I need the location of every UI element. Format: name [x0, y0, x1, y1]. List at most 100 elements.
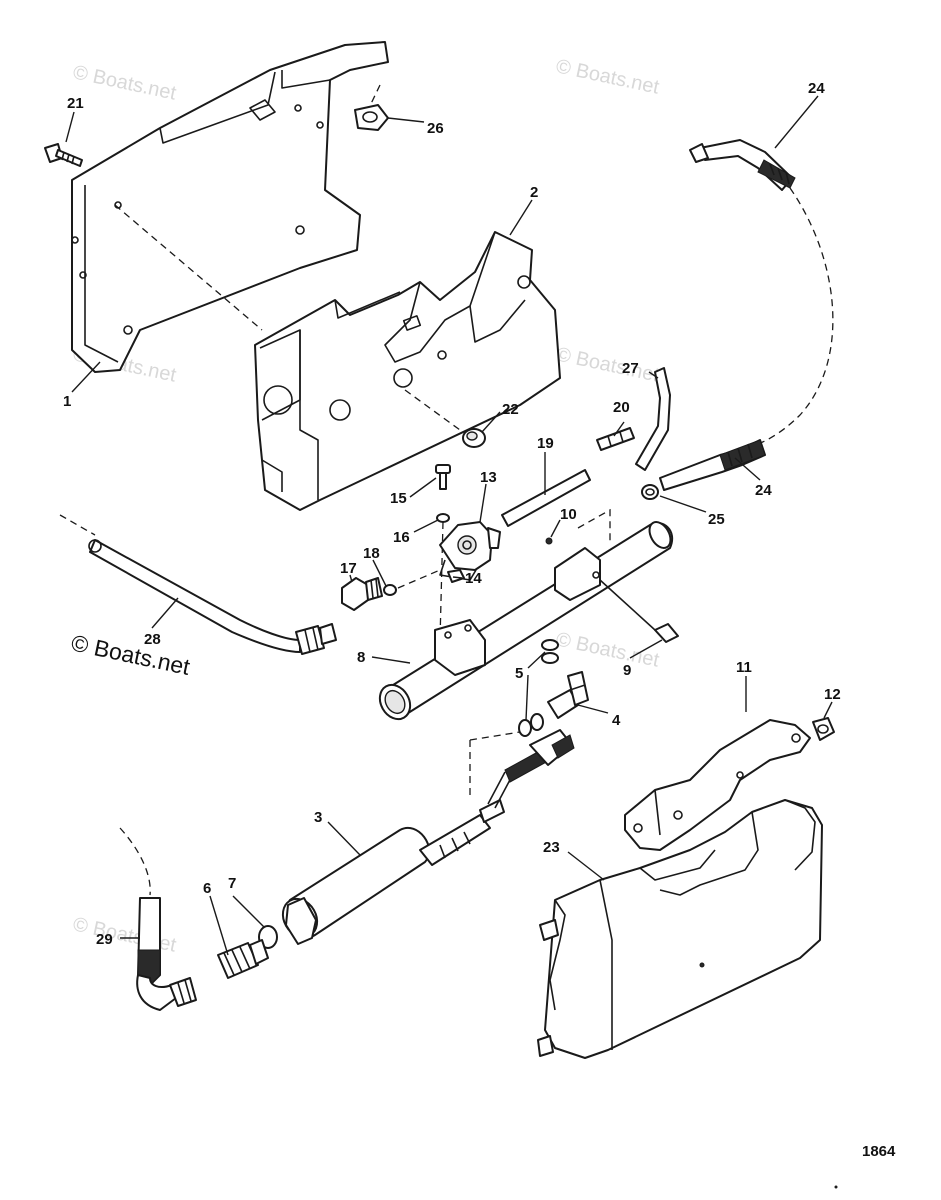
- leader-2: [509, 199, 533, 236]
- callout-23: 23: [543, 839, 560, 856]
- alignment-line-15: [439, 521, 444, 641]
- leader-10: [550, 519, 561, 538]
- callout-21: 21: [67, 95, 84, 112]
- leader-21: [65, 111, 75, 143]
- part-13-sensor: [439, 521, 501, 581]
- alignment-line-8: [577, 508, 611, 545]
- part-4-elbow: [547, 671, 589, 719]
- callout-3: 3: [314, 809, 322, 826]
- callout-29: 29: [96, 931, 113, 948]
- leader-lines: [65, 95, 833, 956]
- leader-18: [372, 559, 387, 587]
- leader-8: [371, 656, 411, 664]
- callout-10: 10: [560, 506, 577, 523]
- part-15-screw: [435, 464, 451, 490]
- watermark-4: © Boats.net: [554, 343, 662, 386]
- callout-26: 26: [427, 120, 444, 137]
- alignment-line-3b: [469, 731, 521, 741]
- callout-9: 9: [623, 662, 631, 679]
- leader-24b: [734, 457, 761, 481]
- alignment-line-bracket: [114, 204, 263, 331]
- part-11-bracket: [624, 719, 811, 851]
- callout-24a: 24: [808, 80, 825, 97]
- callout-24b: 24: [755, 482, 772, 499]
- leader-28: [151, 597, 179, 629]
- watermark-2: © Boats.net: [554, 55, 662, 98]
- part-2-housing: [254, 231, 561, 511]
- callout-6: 6: [203, 880, 211, 897]
- leader-7: [232, 895, 265, 928]
- part-27-hose: [635, 367, 671, 471]
- callout-16: 16: [393, 529, 410, 546]
- callout-14: 14: [465, 570, 482, 587]
- part-10-plug: [545, 537, 553, 545]
- callout-7: 7: [228, 875, 236, 892]
- part-9-screw: [599, 579, 679, 643]
- leader-24a: [774, 95, 819, 149]
- part-26-nut: [354, 104, 389, 131]
- alignment-line-18: [397, 569, 441, 589]
- callout-22: 22: [502, 401, 519, 418]
- callout-8: 8: [357, 649, 365, 666]
- part-24-hose: [659, 139, 834, 491]
- watermark-dark: © Boats.net: [69, 629, 193, 680]
- part-29-fuel-line: [119, 827, 197, 1011]
- part-3-fuel-pump: [281, 729, 575, 945]
- alignment-line-stud: [367, 84, 381, 111]
- part-19-tube: [501, 469, 591, 527]
- part-1-mounting-bracket: [71, 41, 389, 373]
- callout-20: 20: [613, 399, 630, 416]
- callout-13: 13: [480, 469, 497, 486]
- part-16-washer: [436, 513, 450, 523]
- part-17-fitting: [341, 577, 383, 611]
- callout-28: 28: [144, 631, 161, 648]
- callout-15: 15: [390, 490, 407, 507]
- part-22-plug: [462, 428, 486, 448]
- leader-25: [659, 495, 707, 513]
- figure-number: 1864: [862, 1143, 896, 1160]
- callout-17: 17: [340, 560, 357, 577]
- leader-17: [349, 574, 353, 583]
- callout-1: 1: [63, 393, 71, 410]
- callout-2: 2: [530, 184, 538, 201]
- corner-dot: [834, 1185, 838, 1189]
- leader-6: [209, 895, 229, 956]
- watermark-6: © Boats.net: [71, 913, 179, 956]
- callout-27: 27: [622, 360, 639, 377]
- leader-3: [327, 821, 361, 856]
- leader-4: [577, 704, 609, 714]
- part-5-o-rings: [518, 639, 559, 737]
- part-12-nut: [812, 717, 835, 741]
- callout-4: 4: [612, 712, 621, 729]
- leader-13: [479, 483, 487, 523]
- part-6-fitting: [217, 939, 269, 979]
- callout-11: 11: [736, 659, 752, 676]
- leader-5a: [527, 651, 546, 669]
- callout-5: 5: [515, 665, 523, 682]
- leader-23: [567, 851, 605, 881]
- part-20-fitting: [596, 427, 635, 451]
- callout-18: 18: [363, 545, 380, 562]
- callout-12: 12: [824, 686, 841, 703]
- part-28-water-line: [59, 514, 337, 655]
- leader-5b: [525, 674, 529, 721]
- leader-20: [613, 421, 625, 437]
- part-21-screw: [44, 143, 83, 167]
- leader-16: [413, 519, 439, 533]
- leader-9: [629, 639, 663, 659]
- part-8-manifold: [378, 521, 673, 721]
- leader-15: [409, 477, 437, 498]
- leader-1: [71, 361, 101, 393]
- leader-12: [823, 701, 833, 719]
- part-25-o-ring: [641, 484, 659, 500]
- part-14-nut: [447, 569, 465, 583]
- leader-27: [648, 371, 659, 379]
- callout-19: 19: [537, 435, 554, 452]
- part-18-o-ring: [383, 584, 397, 596]
- callouts: 1 2 3 4 5 6 7 8 9 10 11 12 13 14 15 16 1…: [63, 80, 841, 948]
- callout-25: 25: [708, 511, 725, 528]
- leader-14: [452, 576, 463, 579]
- part-23-housing: [537, 799, 823, 1059]
- watermark-1: © Boats.net: [71, 61, 179, 104]
